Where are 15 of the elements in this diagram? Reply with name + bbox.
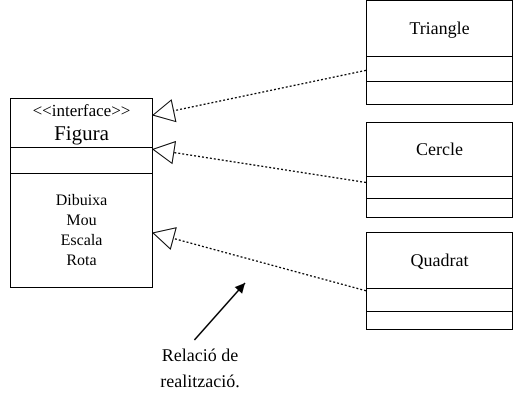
class-name: Triangle [409,18,470,39]
realization-arrow [152,227,366,292]
method-list: Dibuixa Mou Escala Rota [56,190,108,270]
note-text: Relació de realització. [159,344,241,393]
class-box [366,122,513,218]
class-name: Quadrat [410,250,468,271]
class-name: Cercle [416,139,463,160]
class-box [366,0,513,105]
realization-arrow [152,70,366,122]
realization-arrow [152,141,366,184]
class-name: Figura [54,120,109,145]
class-box [10,98,153,288]
class-box [366,232,513,330]
leader-arrow [194,282,246,340]
stereotype-label: <<interface>> [32,101,130,121]
